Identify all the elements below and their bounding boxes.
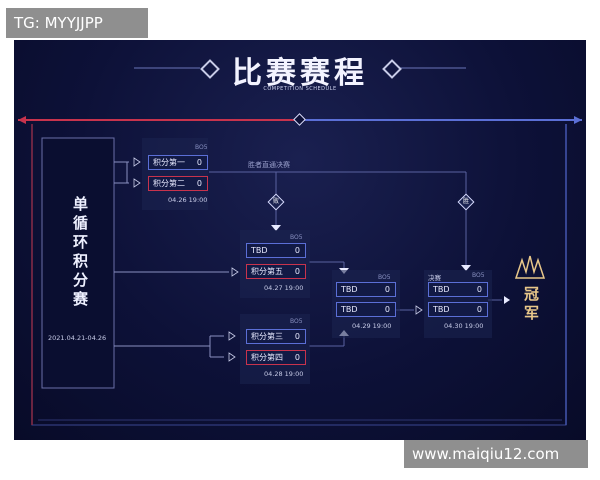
team-name: TBD — [433, 285, 450, 294]
win-badge-text: 胜 — [462, 198, 469, 205]
champion-label: 冠军 — [522, 286, 540, 324]
match-4-date: 04.29 19:00 — [352, 322, 392, 330]
team-score: 0 — [196, 158, 202, 167]
winner-to-final-label: 胜者直通决赛 — [248, 161, 290, 169]
team-score: 0 — [196, 179, 202, 188]
match-1-format: BO5 — [195, 144, 208, 151]
team-name: 积分第四 — [251, 353, 283, 362]
match-5-label: 决赛 — [428, 274, 441, 282]
team-score: 0 — [294, 332, 300, 341]
round-robin-dates: 2021.04.21-04.26 — [48, 334, 107, 342]
team-name: 积分第三 — [251, 332, 283, 341]
match-5-date: 04.30 19:00 — [444, 322, 484, 330]
page-title: 比赛赛程 — [232, 56, 368, 91]
match-3-format: BO5 — [290, 318, 303, 325]
team-score: 0 — [294, 353, 300, 362]
match-4-team-a[interactable]: TBD 0 — [336, 282, 396, 297]
match-4-format: BO5 — [378, 274, 391, 281]
match-3-date: 04.28 19:00 — [264, 370, 304, 378]
team-name: 积分第一 — [153, 158, 185, 167]
team-name: TBD — [341, 285, 358, 294]
team-score: 0 — [476, 305, 482, 314]
team-score: 0 — [294, 246, 300, 255]
match-2-team-b[interactable]: 积分第五 0 — [246, 264, 306, 279]
team-name: TBD — [341, 305, 358, 314]
match-3-team-b[interactable]: 积分第四 0 — [246, 350, 306, 365]
match-1-team-a[interactable]: 积分第一 0 — [148, 155, 208, 170]
match-1-date: 04.26 19:00 — [168, 196, 208, 204]
watermark-bottom: www.maiqiu12.com — [404, 440, 588, 468]
round-robin-title: 单循环积分赛 — [71, 196, 89, 310]
match-5-team-a[interactable]: TBD 0 — [428, 282, 488, 297]
match-4-team-b[interactable]: TBD 0 — [336, 302, 396, 317]
team-name: TBD — [433, 305, 450, 314]
team-score: 0 — [476, 285, 482, 294]
team-score: 0 — [294, 267, 300, 276]
watermark-top: TG: MYYJJPP — [6, 8, 148, 38]
match-2-date: 04.27 19:00 — [264, 284, 304, 292]
match-2-team-a[interactable]: TBD 0 — [246, 243, 306, 258]
page-subtitle: COMPETITION SCHEDULE — [263, 86, 337, 92]
match-card-1 — [142, 138, 208, 210]
match-card-3 — [240, 314, 310, 384]
team-name: TBD — [251, 246, 268, 255]
team-score: 0 — [384, 305, 390, 314]
match-3-team-a[interactable]: 积分第三 0 — [246, 329, 306, 344]
team-score: 0 — [384, 285, 390, 294]
crown-icon — [514, 254, 546, 280]
schedule-panel: 比赛赛程 COMPETITION SCHEDULE 单循环积分赛 2021.04… — [14, 40, 586, 440]
team-name: 积分第二 — [153, 179, 185, 188]
match-2-format: BO5 — [290, 234, 303, 241]
team-name: 积分第五 — [251, 267, 283, 276]
match-1-team-b[interactable]: 积分第二 0 — [148, 176, 208, 191]
match-5-team-b[interactable]: TBD 0 — [428, 302, 488, 317]
bracket-lines — [18, 67, 582, 426]
lose-badge-text: 败 — [272, 198, 279, 205]
match-5-format: BO5 — [472, 272, 485, 279]
